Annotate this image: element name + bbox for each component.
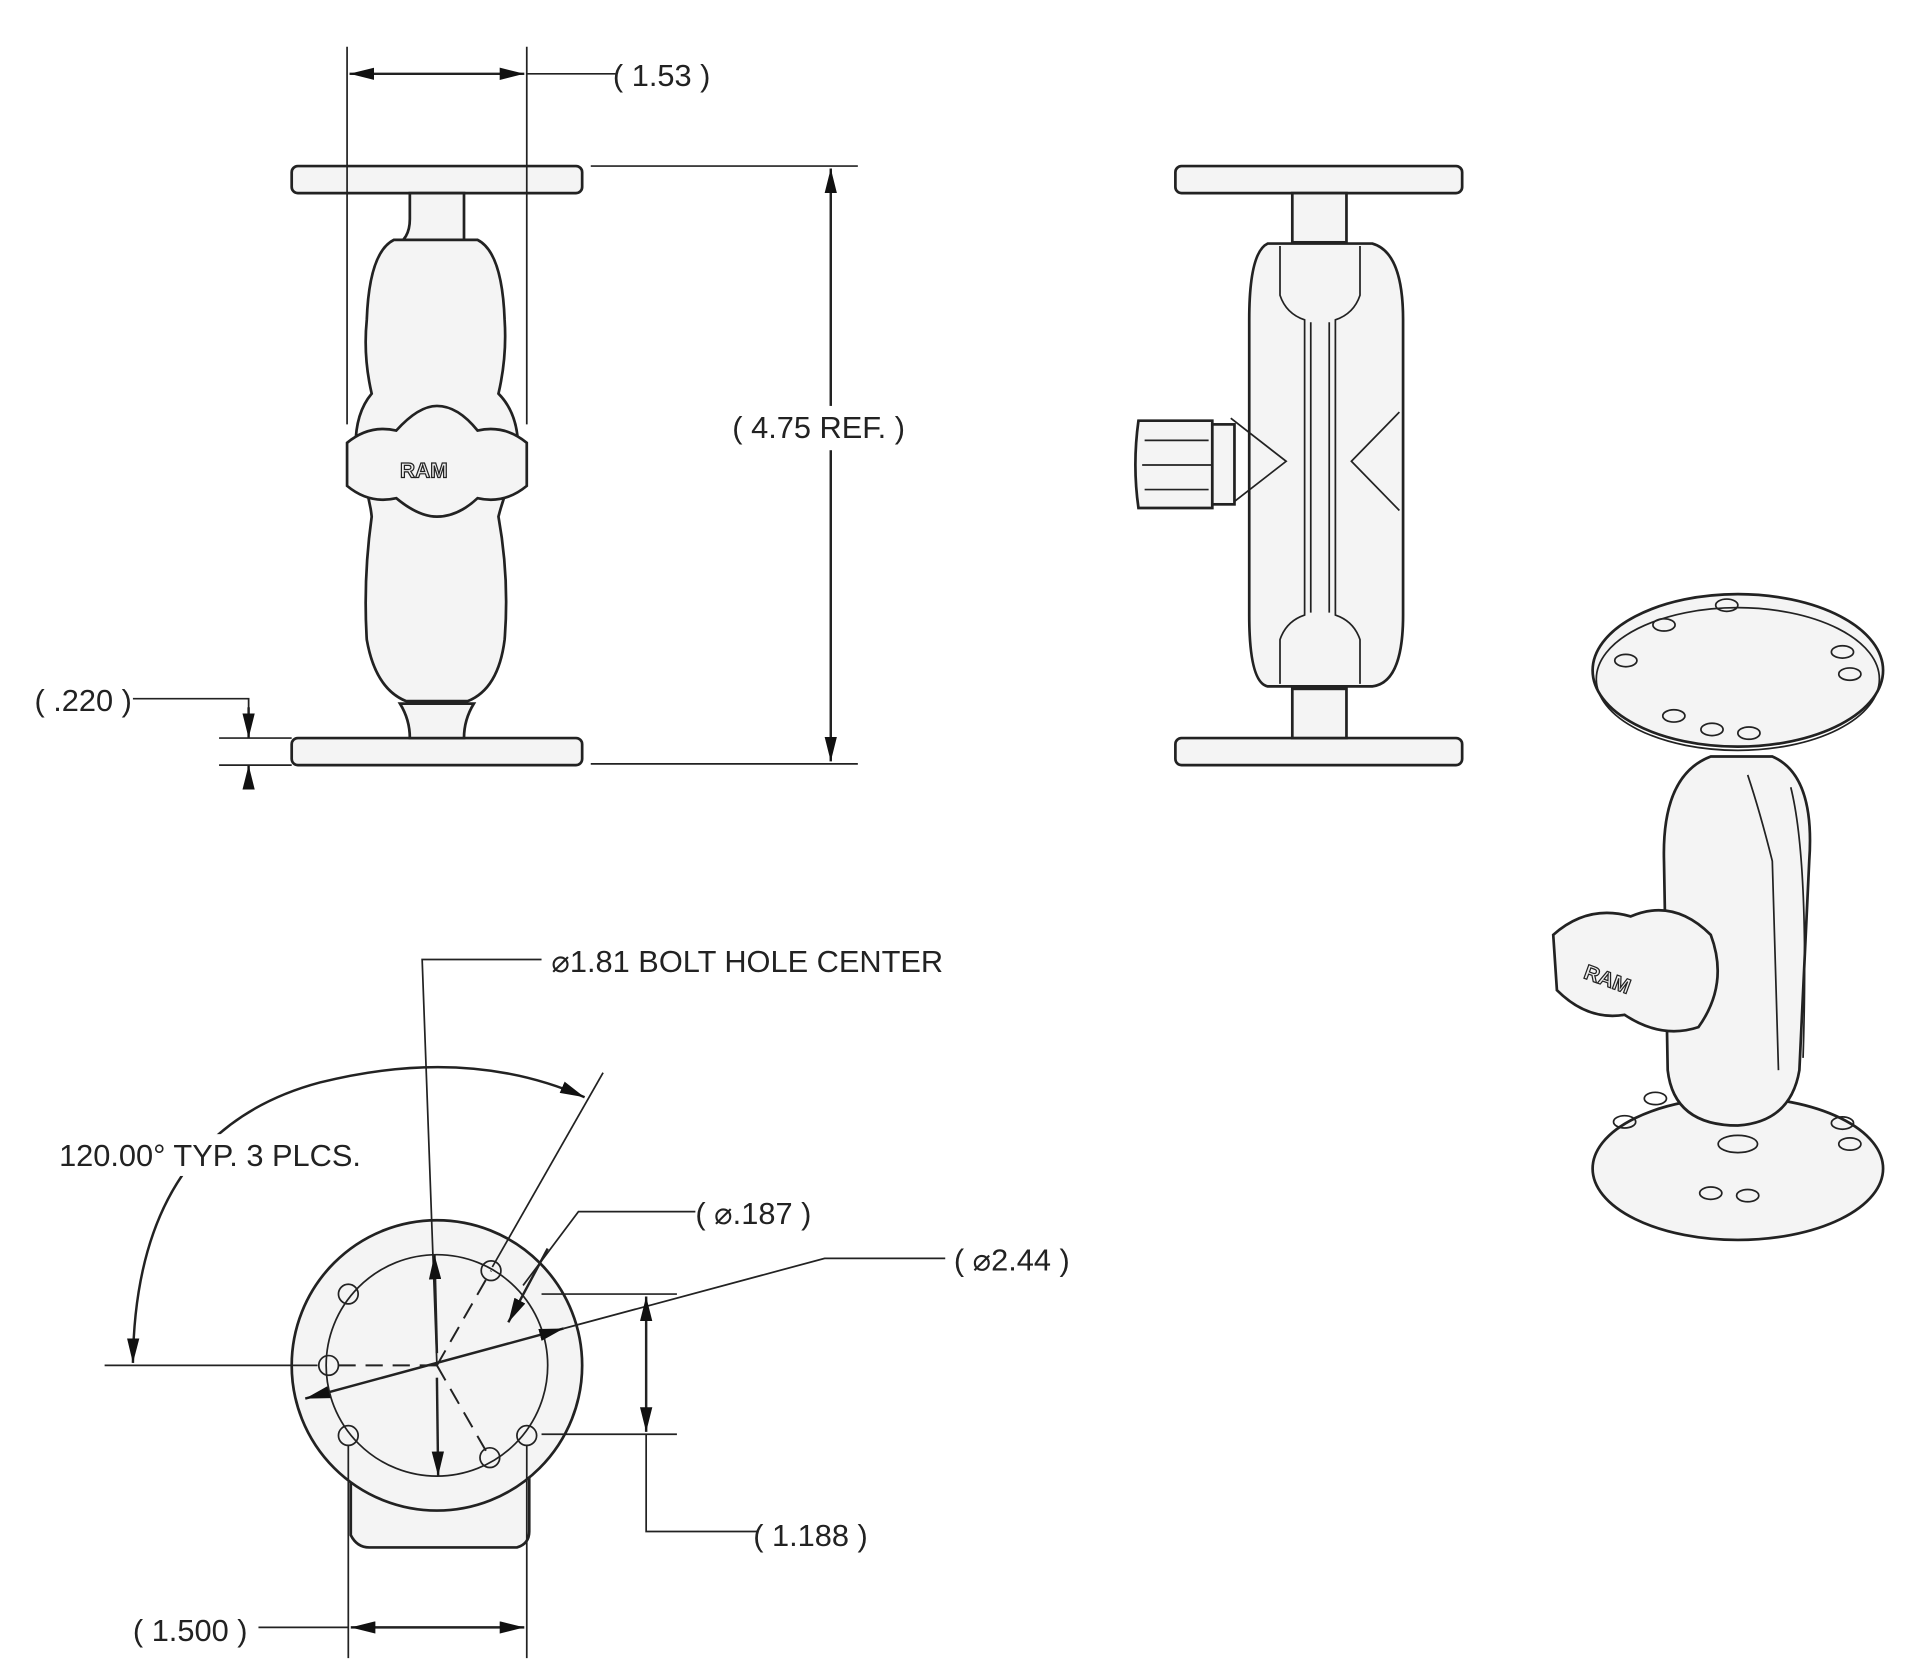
- perspective-view: RAM: [1551, 592, 1885, 1242]
- dim-angle: 120.00° TYP. 3 PLCS.: [59, 1138, 361, 1173]
- bottom-view: ⌀1.81 BOLT HOLE CENTER 120.00° TYP. 3 PL…: [55, 944, 1070, 1659]
- dim-plate-dia: ( ⌀2.44 ): [954, 1243, 1070, 1278]
- dim-width-top: ( 1.53 ): [613, 58, 710, 93]
- dim-bolt-circle: ⌀1.81 BOLT HOLE CENTER: [551, 944, 943, 979]
- dim-hole-spacing-v: ( 1.188 ): [753, 1518, 868, 1553]
- side-view: [1134, 164, 1464, 767]
- dim-hole-dia: ( ⌀.187 ): [695, 1196, 811, 1231]
- dim-height-ref: ( 4.75 REF. ): [732, 410, 905, 445]
- front-view: RAM ( 1.53 ) ( 4.75 REF. ) ( .220 ): [34, 46, 932, 790]
- dim-plate-thickness: ( .220 ): [34, 683, 131, 718]
- ram-logo: RAM: [400, 459, 448, 482]
- dim-hole-spacing-h: ( 1.500 ): [133, 1613, 248, 1648]
